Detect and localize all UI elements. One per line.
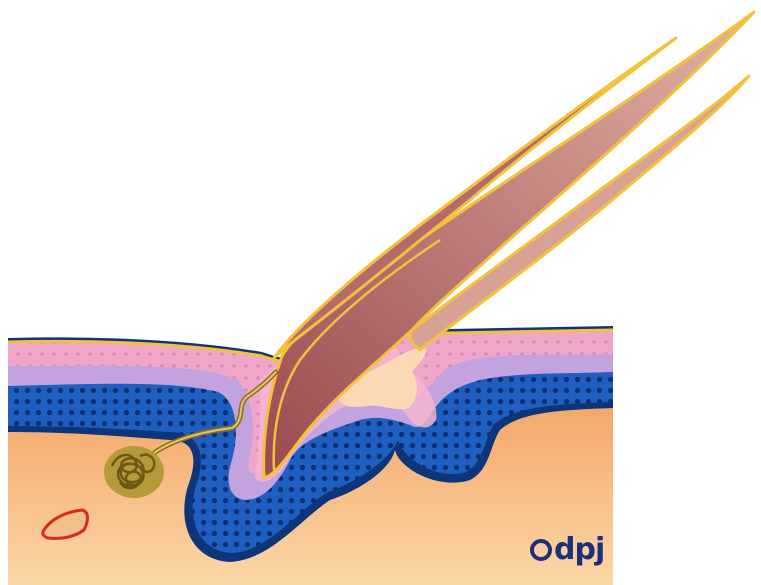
logo-ring-icon bbox=[530, 539, 552, 561]
publisher-logo: dpj bbox=[530, 532, 604, 567]
sweat-gland-icon bbox=[104, 446, 164, 498]
logo-text: dpj bbox=[554, 532, 604, 567]
